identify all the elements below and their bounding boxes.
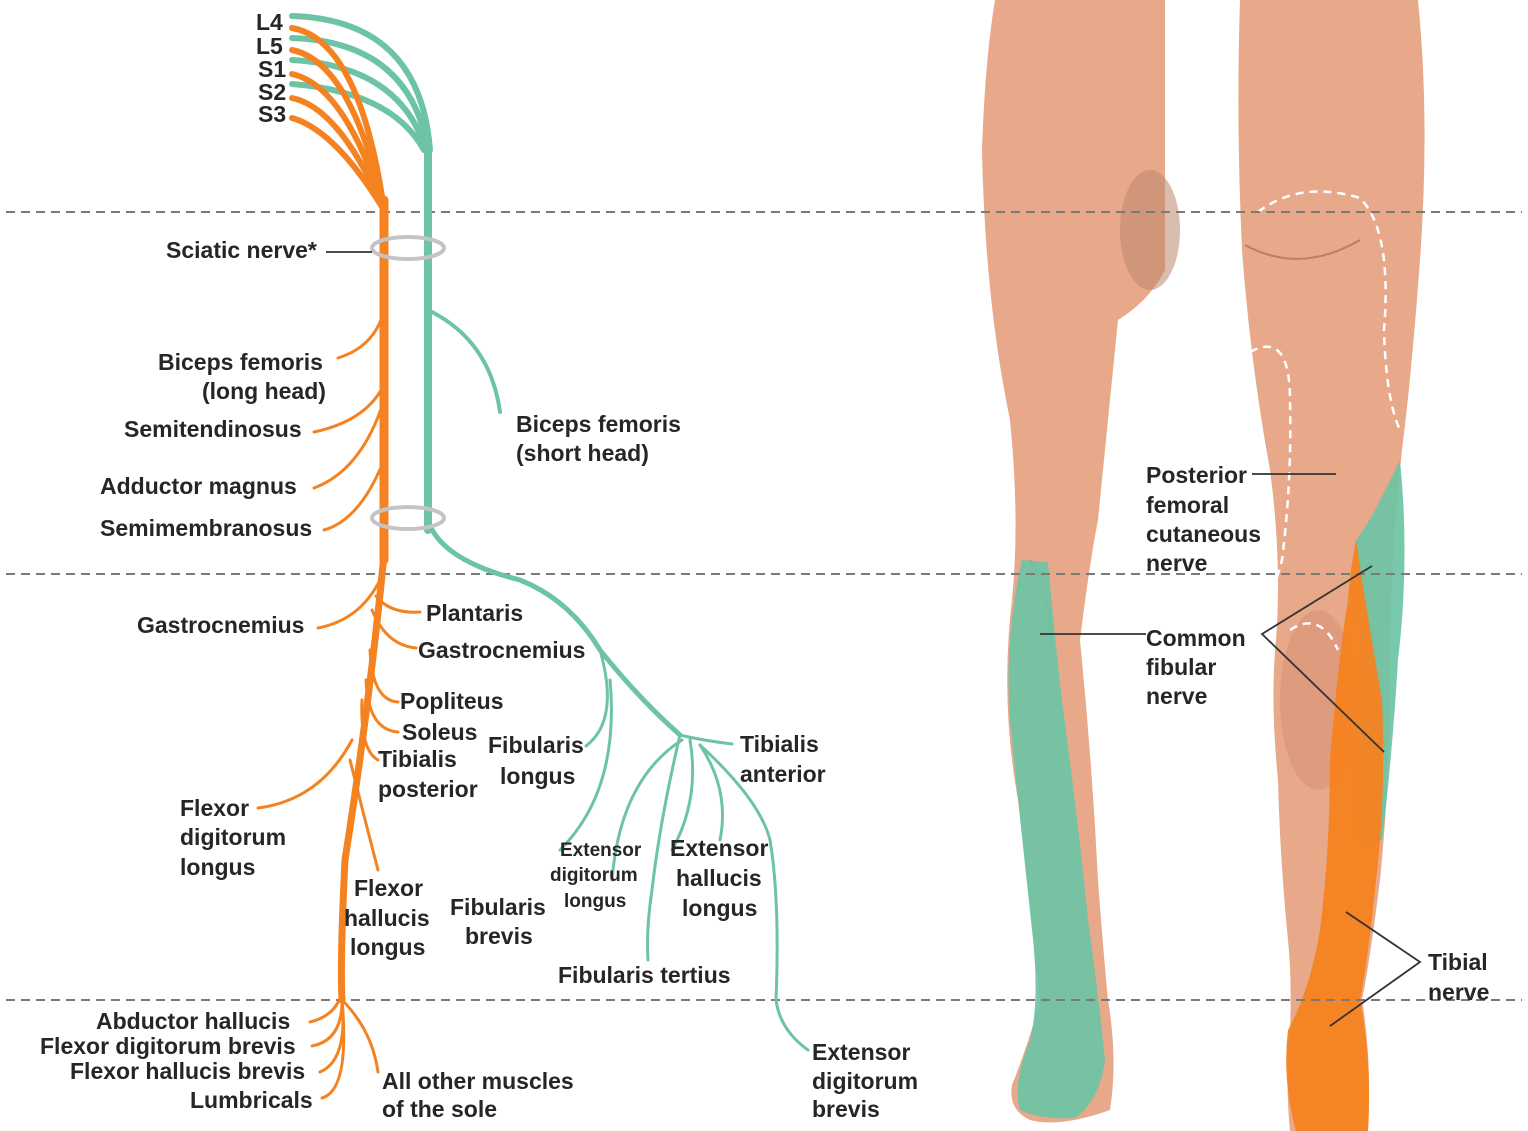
label-edl-2: digitorum [550,865,638,886]
label-fdl-2: digitorum [180,824,286,850]
label-biceps-short-1: Biceps femoris [516,411,681,437]
label-fdb: Flexor digitorum brevis [40,1033,296,1059]
fibular-labels: Biceps femoris (short head) Fibularis lo… [450,411,918,1122]
fibular-root-stems [292,16,430,530]
tibial-root-stems [292,28,384,560]
label-gastrocnemius-left: Gastrocnemius [137,612,304,638]
label-sciatic-nerve: Sciatic nerve* [166,237,317,263]
label-tibialis-posterior-2: posterior [378,776,478,802]
label-sole-2: of the sole [382,1096,497,1122]
label-biceps-long-1: Biceps femoris [158,349,323,375]
label-tibial-nerve-1: Tibial [1428,949,1488,975]
label-tibialis-anterior-1: Tibialis [740,731,819,757]
label-adductor-magnus: Adductor magnus [100,473,297,499]
label-tibial-nerve-2: nerve [1428,979,1489,1005]
root-label-l4: L4 [256,9,283,35]
label-abductor-hallucis: Abductor hallucis [96,1008,290,1034]
label-biceps-long-2: (long head) [202,378,326,404]
label-ehl-3: longus [682,895,757,921]
label-fhl-1: Flexor [354,875,423,901]
label-edl-1: Extensor [560,840,642,861]
label-fdl-3: longus [180,854,255,880]
tibial-thigh-branches [314,300,386,530]
label-cfn-3: nerve [1146,683,1207,709]
root-labels: L4 L5 S1 S2 S3 [256,9,286,127]
label-biceps-short-2: (short head) [516,440,649,466]
label-fibularis-tertius: Fibularis tertius [558,962,731,988]
label-fdl-1: Flexor [180,795,249,821]
label-lumbricals: Lumbricals [190,1087,313,1113]
tibial-labels: Sciatic nerve* Biceps femoris (long head… [40,237,585,1122]
groin-shading [1120,170,1180,290]
label-gastrocnemius-right: Gastrocnemius [418,637,585,663]
label-tibialis-anterior-2: anterior [740,761,826,787]
label-fibularis-longus-1: Fibularis [488,732,584,758]
label-cfn-1: Common [1146,625,1246,651]
label-pfcn-3: cutaneous [1146,521,1261,547]
label-ehl-1: Extensor [670,835,768,861]
label-fibularis-longus-2: longus [500,763,575,789]
label-ehl-2: hallucis [676,865,762,891]
label-tibialis-posterior-1: Tibialis [378,746,457,772]
label-pfcn-1: Posterior [1146,462,1247,488]
label-fhl-2: hallucis [344,905,430,931]
root-label-s3: S3 [258,101,286,127]
label-edb-3: brevis [812,1096,880,1122]
label-pfcn-2: femoral [1146,492,1229,518]
label-semimembranosus: Semimembranosus [100,515,312,541]
label-cfn-2: fibular [1146,654,1216,680]
label-edl-3: longus [564,891,626,912]
label-fibularis-brevis-2: brevis [465,923,533,949]
label-popliteus: Popliteus [400,688,504,714]
label-pfcn-4: nerve [1146,550,1207,576]
label-sole-1: All other muscles [382,1068,574,1094]
label-edb-2: digitorum [812,1068,918,1094]
label-fhb: Flexor hallucis brevis [70,1058,305,1084]
label-soleus: Soleus [402,719,477,745]
label-fhl-3: longus [350,934,425,960]
label-edb-1: Extensor [812,1039,910,1065]
label-plantaris: Plantaris [426,600,523,626]
label-fibularis-brevis-1: Fibularis [450,894,546,920]
label-semitendinosus: Semitendinosus [124,416,302,442]
